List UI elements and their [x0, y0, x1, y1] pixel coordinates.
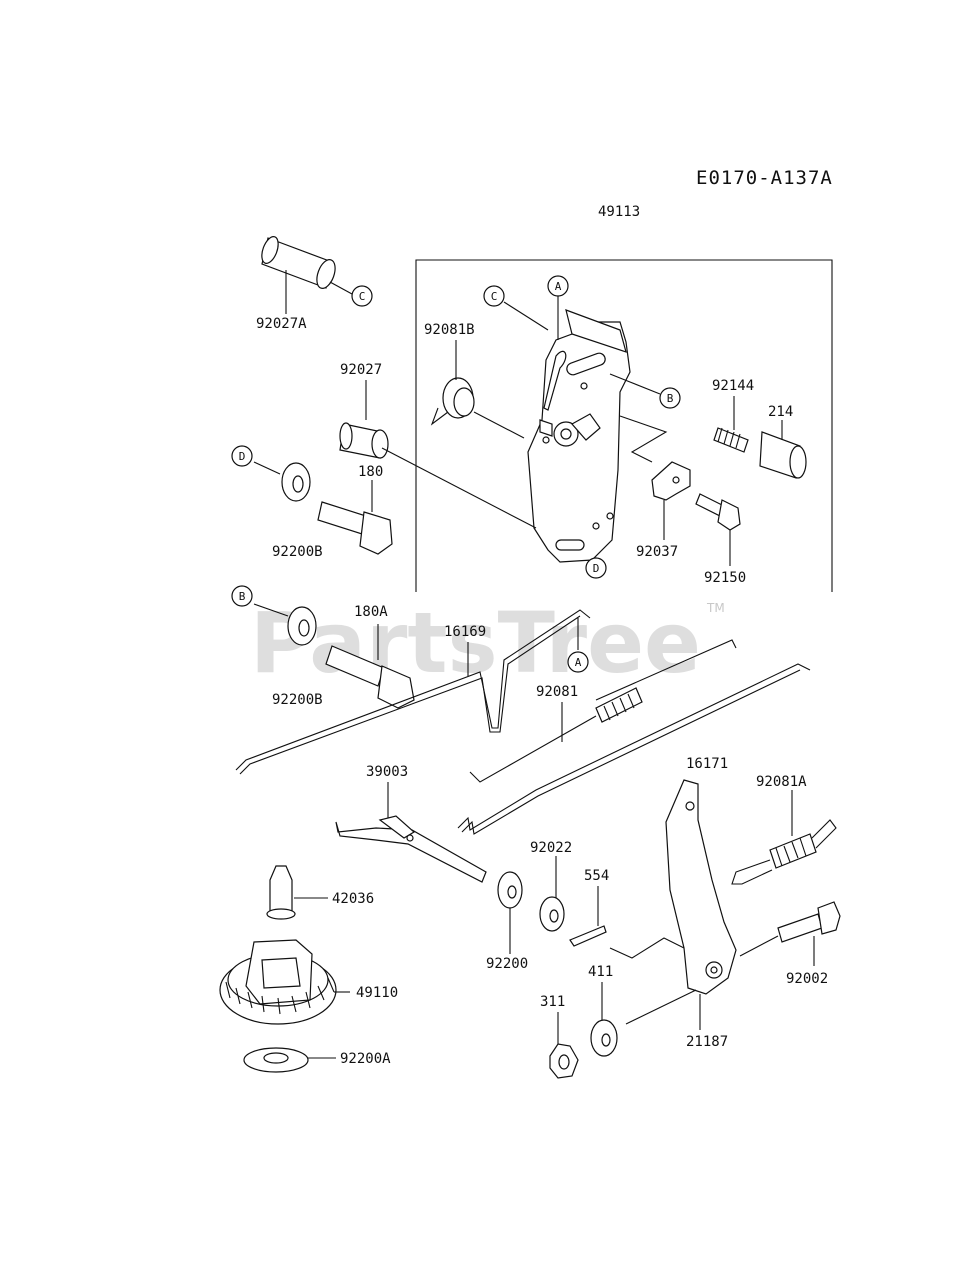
svg-text:D: D — [593, 562, 600, 575]
part-92037-bracket — [619, 415, 691, 540]
part-92081A-spring — [731, 790, 837, 885]
callout-a-rod: A — [567, 651, 589, 673]
watermark-trademark: TM — [706, 601, 725, 615]
part-92150-bolt — [695, 493, 741, 566]
part-92144-spring — [713, 396, 749, 453]
label-16171: 16171 — [686, 756, 728, 772]
part-92200-washer — [497, 871, 523, 954]
label-42036: 42036 — [332, 891, 374, 907]
label-554: 554 — [584, 868, 609, 884]
label-92081B: 92081B — [424, 322, 475, 338]
part-214-screw — [759, 420, 807, 479]
svg-text:B: B — [239, 590, 246, 603]
label-49110: 49110 — [356, 985, 398, 1001]
callout-b-left: B — [231, 585, 253, 607]
callout-a-plate: A — [547, 275, 569, 340]
part-washer-d — [253, 461, 311, 502]
part-554-clip — [569, 886, 607, 947]
part-16171-rod — [457, 663, 811, 835]
label-92200B-upper: 92200B — [272, 544, 323, 560]
label-180A: 180A — [354, 604, 388, 620]
label-92081A: 92081A — [756, 774, 807, 790]
callout-b-plate: B — [609, 373, 681, 409]
label-92144: 92144 — [712, 378, 754, 394]
label-39003: 39003 — [366, 764, 408, 780]
callout-d-plate: D — [585, 557, 607, 579]
label-92027A: 92027A — [256, 316, 307, 332]
label-180: 180 — [358, 464, 383, 480]
label-21187: 21187 — [686, 1034, 728, 1050]
part-washer-b — [253, 603, 317, 646]
label-92037: 92037 — [636, 544, 678, 560]
label-16169: 16169 — [444, 624, 486, 640]
part-42036-pin — [266, 865, 328, 920]
part-180A-bolt — [325, 624, 415, 709]
watermark-brand: PartsTree — [250, 594, 701, 692]
part-16169-rod — [235, 609, 591, 775]
label-411: 411 — [588, 964, 613, 980]
label-92027: 92027 — [340, 362, 382, 378]
label-311: 311 — [540, 994, 565, 1010]
part-411-washer — [590, 982, 618, 1057]
svg-text:C: C — [359, 290, 366, 303]
label-92081: 92081 — [536, 684, 578, 700]
label-92200B-lower: 92200B — [272, 692, 323, 708]
svg-text:C: C — [491, 290, 498, 303]
part-92022-washer — [539, 856, 565, 932]
label-214: 214 — [768, 404, 793, 420]
control-plate — [527, 309, 631, 563]
svg-text:A: A — [555, 280, 562, 293]
callout-c-top: C — [351, 285, 373, 307]
part-39003-shaft — [335, 782, 487, 883]
label-92200: 92200 — [486, 956, 528, 972]
part-92081-spring — [469, 639, 737, 783]
part-92002-bolt — [739, 901, 841, 966]
label-92022: 92022 — [530, 840, 572, 856]
assembly-frame-49113 — [415, 259, 833, 592]
svg-text:A: A — [575, 656, 582, 669]
label-49113: 49113 — [598, 204, 640, 220]
label-92200A: 92200A — [340, 1051, 391, 1067]
svg-text:D: D — [239, 450, 246, 463]
part-92027-sleeve — [339, 380, 537, 529]
label-92002: 92002 — [786, 971, 828, 987]
label-92150: 92150 — [704, 570, 746, 586]
part-311-nut — [549, 1012, 579, 1079]
part-92200A-washer — [243, 1047, 336, 1073]
callout-d-left: D — [231, 445, 253, 467]
part-92081B-spring — [430, 340, 525, 439]
diagram-code: E0170-A137A — [696, 167, 833, 189]
part-49110-gear — [219, 939, 350, 1025]
part-92027A-sleeve — [261, 236, 353, 314]
part-180-bolt — [317, 480, 393, 555]
svg-text:B: B — [667, 392, 674, 405]
part-21187-governor-arm — [609, 779, 737, 1030]
callout-c-plate: C — [483, 285, 549, 331]
